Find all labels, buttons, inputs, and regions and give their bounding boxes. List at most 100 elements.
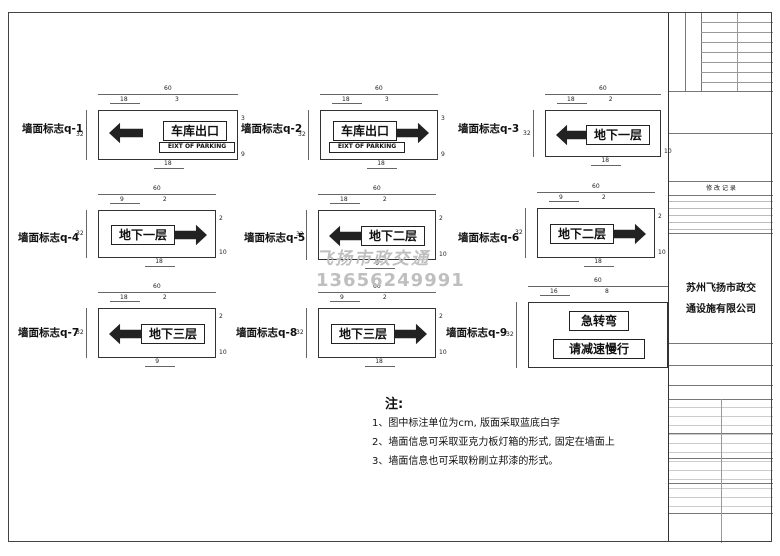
sign-label-q3: 墙面标志q-3 — [458, 123, 520, 135]
notes-title: 注: — [385, 397, 404, 412]
dim-c-q2: 18 — [377, 160, 385, 167]
dim-line-height-q7 — [86, 308, 87, 358]
dim-line-c-q6 — [584, 266, 615, 267]
title-block: 修 改 记 录 — [668, 12, 773, 543]
sign-text-q6: 地下二层 — [550, 224, 614, 244]
dim-a-q8: 9 — [340, 294, 344, 301]
dim-line-height-q9 — [516, 302, 517, 368]
company-name: 苏州飞扬市政交 通设施有限公司 — [672, 278, 770, 320]
right-arrow-icon — [612, 223, 646, 245]
sign-label-q5: 墙面标志q-5 — [244, 232, 306, 244]
right-arrow-icon — [173, 224, 207, 246]
sign-text-q2: 车库出口 — [333, 121, 397, 141]
dim-d-q5: 2 — [439, 215, 443, 222]
dim-width-q1: 60 — [164, 85, 172, 92]
dim-c-q4: 18 — [155, 258, 163, 265]
dim-a-q9: 16 — [550, 288, 558, 295]
sign-text-q3: 地下一层 — [586, 124, 650, 145]
dim-line-c-q2 — [367, 168, 398, 169]
sign-label-q9: 墙面标志q-9 — [446, 327, 508, 339]
sign-text-q7: 地下三层 — [141, 324, 205, 344]
dim-line-c-q3 — [591, 165, 622, 166]
dim-height-q4: 32 — [76, 230, 84, 237]
dim-line-width-q9 — [528, 286, 668, 287]
dim-c-q3: 18 — [601, 157, 610, 164]
note-line-3: 3、墙面信息也可采取粉刷立邦漆的形式。 — [372, 456, 559, 467]
sign-text-q9: 急转弯 — [569, 311, 629, 331]
dim-d-q7: 2 — [219, 313, 223, 320]
dim-height-q3: 32 — [523, 129, 531, 137]
dim-c-q5: 9 — [375, 260, 380, 267]
dim-a-q4: 9 — [120, 196, 124, 203]
dim-d-q1: 3 — [241, 115, 245, 122]
right-arrow-icon — [395, 122, 429, 144]
dim-width-q9: 60 — [594, 277, 602, 284]
dim-c-q7: 9 — [155, 358, 160, 365]
dim-b-q7: 2 — [162, 294, 167, 301]
notes-block: 注: 1、图中标注单位为cm, 版面采取蓝底白字 2、墙面信息可采取亚克力板灯箱… — [372, 395, 615, 471]
watermark-name: 飞扬市政交通 — [316, 249, 430, 269]
dim-height-q2: 32 — [298, 131, 306, 138]
dim-line-width-q6 — [537, 192, 655, 193]
dim-line-a-q6 — [549, 201, 579, 202]
dim-a-q6: 9 — [559, 194, 563, 201]
dim-e-q2: 9 — [441, 151, 445, 158]
dim-width-q6: 60 — [592, 183, 600, 190]
dim-line-a-q3 — [557, 103, 587, 104]
dim-line-width-q1 — [98, 94, 238, 95]
dim-height-q5: 32 — [296, 231, 304, 238]
dim-line-width-q8 — [318, 292, 436, 293]
dim-line-a-q9 — [540, 295, 570, 296]
dim-b-q8: 2 — [382, 294, 387, 301]
sign-label-q6: 墙面标志q-6 — [458, 232, 520, 244]
sign-text-q8: 地下三层 — [331, 324, 395, 344]
dim-height-q6: 32 — [515, 229, 523, 236]
watermark-phone: 13656249991 — [316, 270, 465, 291]
dim-e-q7: 10 — [219, 349, 227, 356]
revision-record-title: 修 改 记 录 — [706, 185, 736, 192]
dim-width-q2: 60 — [375, 85, 383, 92]
dim-line-a-q5 — [330, 203, 360, 204]
dim-d-q4: 2 — [219, 215, 223, 222]
dim-a-q7: 18 — [120, 294, 128, 301]
dim-line-c-q8 — [365, 366, 396, 367]
right-arrow-icon — [393, 323, 427, 345]
dim-e-q1: 9 — [241, 151, 245, 158]
dim-d-q2: 3 — [441, 115, 445, 122]
dim-line-height-q8 — [306, 308, 307, 358]
dim-d-q6: 2 — [658, 213, 662, 220]
dim-width-q8: 60 — [373, 283, 381, 290]
dim-line-c-q5 — [365, 268, 396, 269]
dim-e-q4: 10 — [219, 249, 227, 256]
dim-height-q7: 32 — [76, 329, 84, 336]
sign-panel-q4: 地下一层 — [98, 210, 216, 258]
dim-line-height-q5 — [306, 210, 307, 260]
dim-line-height-q2 — [308, 110, 309, 160]
dim-line-a-q1 — [110, 103, 140, 104]
dim-b-q5: 2 — [382, 196, 387, 203]
watermark: 飞扬市政交通 13656249991 — [316, 248, 465, 292]
note-line-2: 2、墙面信息可采取亚克力板灯箱的形式, 固定在墙面上 — [372, 437, 615, 448]
sign-panel-q6: 地下二层 — [537, 208, 655, 258]
dim-b-q3: 2 — [608, 96, 613, 103]
dim-width-q3: 60 — [599, 85, 607, 92]
dim-line-width-q5 — [318, 194, 436, 195]
dim-height-q8: 32 — [296, 329, 304, 336]
dim-e-q3: 10 — [664, 148, 672, 155]
sign-subtext-q2: EIXT OF PARKING — [329, 142, 405, 153]
note-line-1: 1、图中标注单位为cm, 版面采取蓝底白字 — [372, 418, 560, 429]
sign-text2-q9: 请减速慢行 — [553, 339, 645, 359]
company-name-line-1: 苏州飞扬市政交 — [686, 283, 756, 294]
sign-text-q4: 地下一层 — [111, 225, 175, 245]
dim-line-height-q6 — [525, 208, 526, 258]
dim-e-q6: 10 — [658, 249, 666, 256]
dim-line-width-q2 — [320, 94, 438, 95]
dim-line-c-q7 — [145, 366, 176, 367]
dim-line-width-q7 — [98, 292, 216, 293]
sign-subtext-q1: EIXT OF PARKING — [159, 142, 235, 153]
dim-line-height-q1 — [86, 110, 87, 160]
dim-line-a-q8 — [330, 301, 360, 302]
dim-e-q5: 10 — [439, 251, 447, 258]
